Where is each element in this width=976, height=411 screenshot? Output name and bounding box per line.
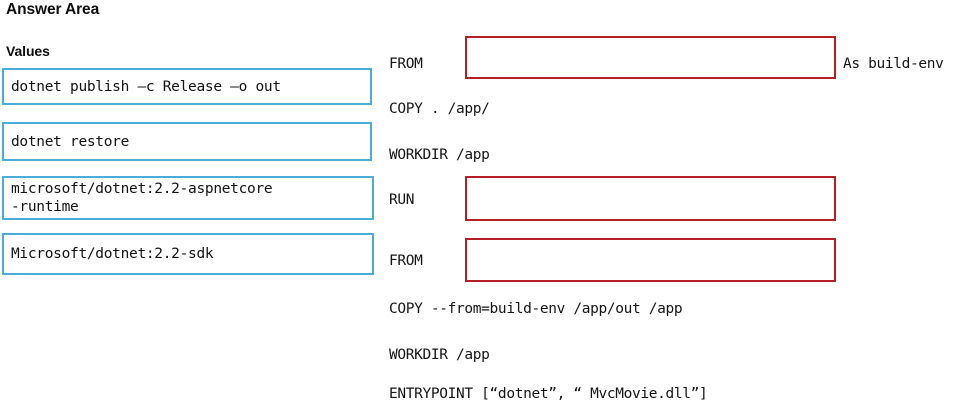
dockerfile-line-run: RUN xyxy=(389,192,415,208)
dockerfile-trailing-build-env: As build-env xyxy=(843,56,944,72)
dockerfile-line-from-2: FROM xyxy=(389,253,423,269)
dockerfile-line-workdir-1: WORKDIR /app xyxy=(389,147,490,163)
drop-target-run-command[interactable] xyxy=(465,176,836,221)
value-option-dotnet-restore[interactable]: dotnet restore xyxy=(2,122,372,161)
values-section-title: Values xyxy=(6,43,50,59)
value-option-sdk-image[interactable]: Microsoft/dotnet:2.2-sdk xyxy=(2,233,374,275)
dockerfile-line-copy-from-build-env: COPY --from=build-env /app/out /app xyxy=(389,301,683,317)
value-option-aspnetcore-runtime-image[interactable]: microsoft/dotnet:2.2-aspnetcore -runtime xyxy=(2,176,374,220)
dockerfile-line-copy-app: COPY . /app/ xyxy=(389,101,490,117)
page-title: Answer Area xyxy=(6,1,100,18)
dockerfile-line-entrypoint: ENTRYPOINT [“dotnet”, “ MvcMovie.dll”] xyxy=(389,386,708,402)
dockerfile-line-workdir-2: WORKDIR /app xyxy=(389,347,490,363)
value-option-label: dotnet restore xyxy=(11,133,130,150)
value-option-label: microsoft/dotnet:2.2-aspnetcore -runtime xyxy=(11,181,273,215)
drop-target-base-image-runtime[interactable] xyxy=(465,238,836,282)
dockerfile-line-from-1: FROM xyxy=(389,56,423,72)
value-option-label: dotnet publish –c Release –o out xyxy=(11,78,281,95)
value-option-dotnet-publish[interactable]: dotnet publish –c Release –o out xyxy=(2,68,372,105)
drop-target-base-image-build[interactable] xyxy=(465,36,836,79)
value-option-label: Microsoft/dotnet:2.2-sdk xyxy=(11,246,214,262)
dockerfile-answer-pane: FROM As build-env COPY . /app/ WORKDIR /… xyxy=(389,0,976,411)
